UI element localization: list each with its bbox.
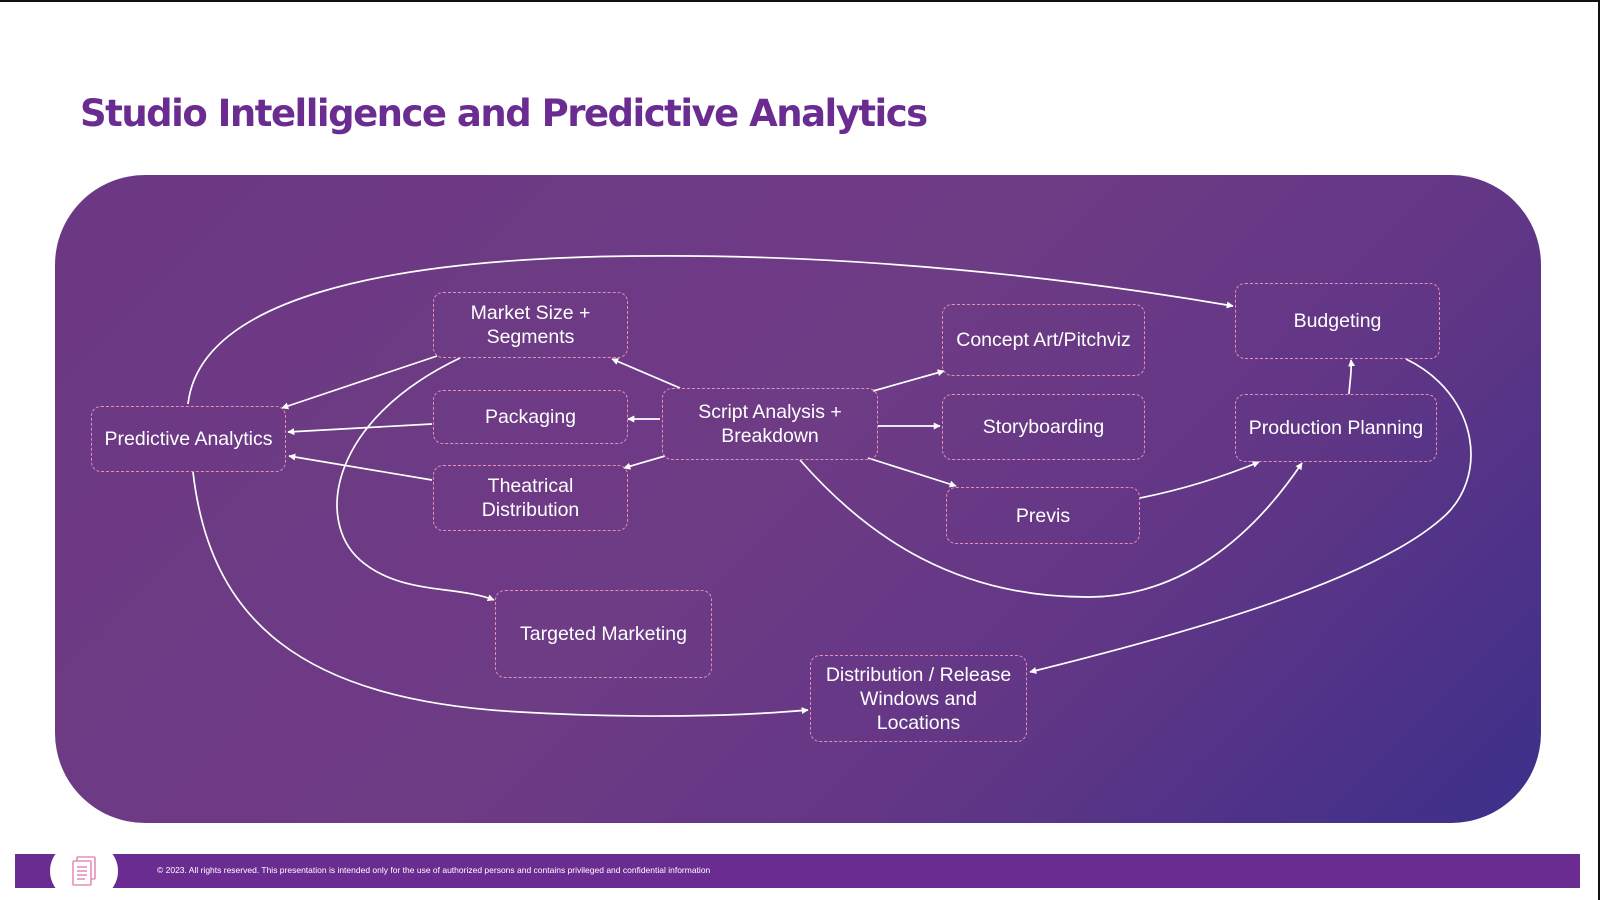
- node-previs: Previs: [946, 487, 1140, 544]
- node-budgeting: Budgeting: [1235, 283, 1440, 359]
- edge-script-to-concept: [872, 369, 945, 392]
- edge-budgeting-to-distribution: [1029, 358, 1472, 674]
- edge-production-to-budgeting: [1348, 359, 1356, 395]
- node-targeted-marketing: Targeted Marketing: [495, 590, 712, 678]
- slide-title: Studio Intelligence and Predictive Analy…: [80, 92, 928, 135]
- footer-copyright: © 2023. All rights reserved. This presen…: [157, 865, 711, 875]
- edge-script-to-production: [799, 459, 1303, 598]
- node-predictive-analytics: Predictive Analytics: [91, 406, 286, 472]
- edge-predictive-to-budgeting: [187, 255, 1234, 405]
- edge-script-to-theatrical: [623, 455, 666, 470]
- node-packaging: Packaging: [433, 390, 628, 444]
- slide-top-border: [0, 0, 1600, 2]
- footer-logo: [50, 842, 118, 900]
- slide-right-border: [1598, 0, 1600, 900]
- node-theatrical-distribution: Theatrical Distribution: [433, 465, 628, 531]
- edge-packaging-to-predictive: [287, 423, 433, 436]
- edge-market-to-targeted: [336, 357, 495, 602]
- node-script-analysis-breakdown: Script Analysis + Breakdown: [662, 388, 878, 460]
- node-storyboarding: Storyboarding: [942, 394, 1145, 460]
- node-distribution-release: Distribution / Release Windows and Locat…: [810, 655, 1027, 742]
- edge-previs-to-production: [1139, 461, 1260, 499]
- edge-script-to-market: [611, 358, 681, 389]
- edge-predictive-to-distribution: [192, 471, 809, 717]
- node-production-planning: Production Planning: [1235, 394, 1437, 462]
- edge-theatrical-to-predictive: [288, 453, 433, 481]
- node-market-size-segments: Market Size + Segments: [433, 292, 628, 358]
- edge-script-to-previs: [867, 457, 957, 488]
- node-concept-art-pitchviz: Concept Art/Pitchviz: [942, 304, 1145, 376]
- edge-market-to-predictive: [281, 355, 438, 410]
- document-stack-icon: [72, 856, 96, 886]
- footer-bar: [15, 854, 1580, 888]
